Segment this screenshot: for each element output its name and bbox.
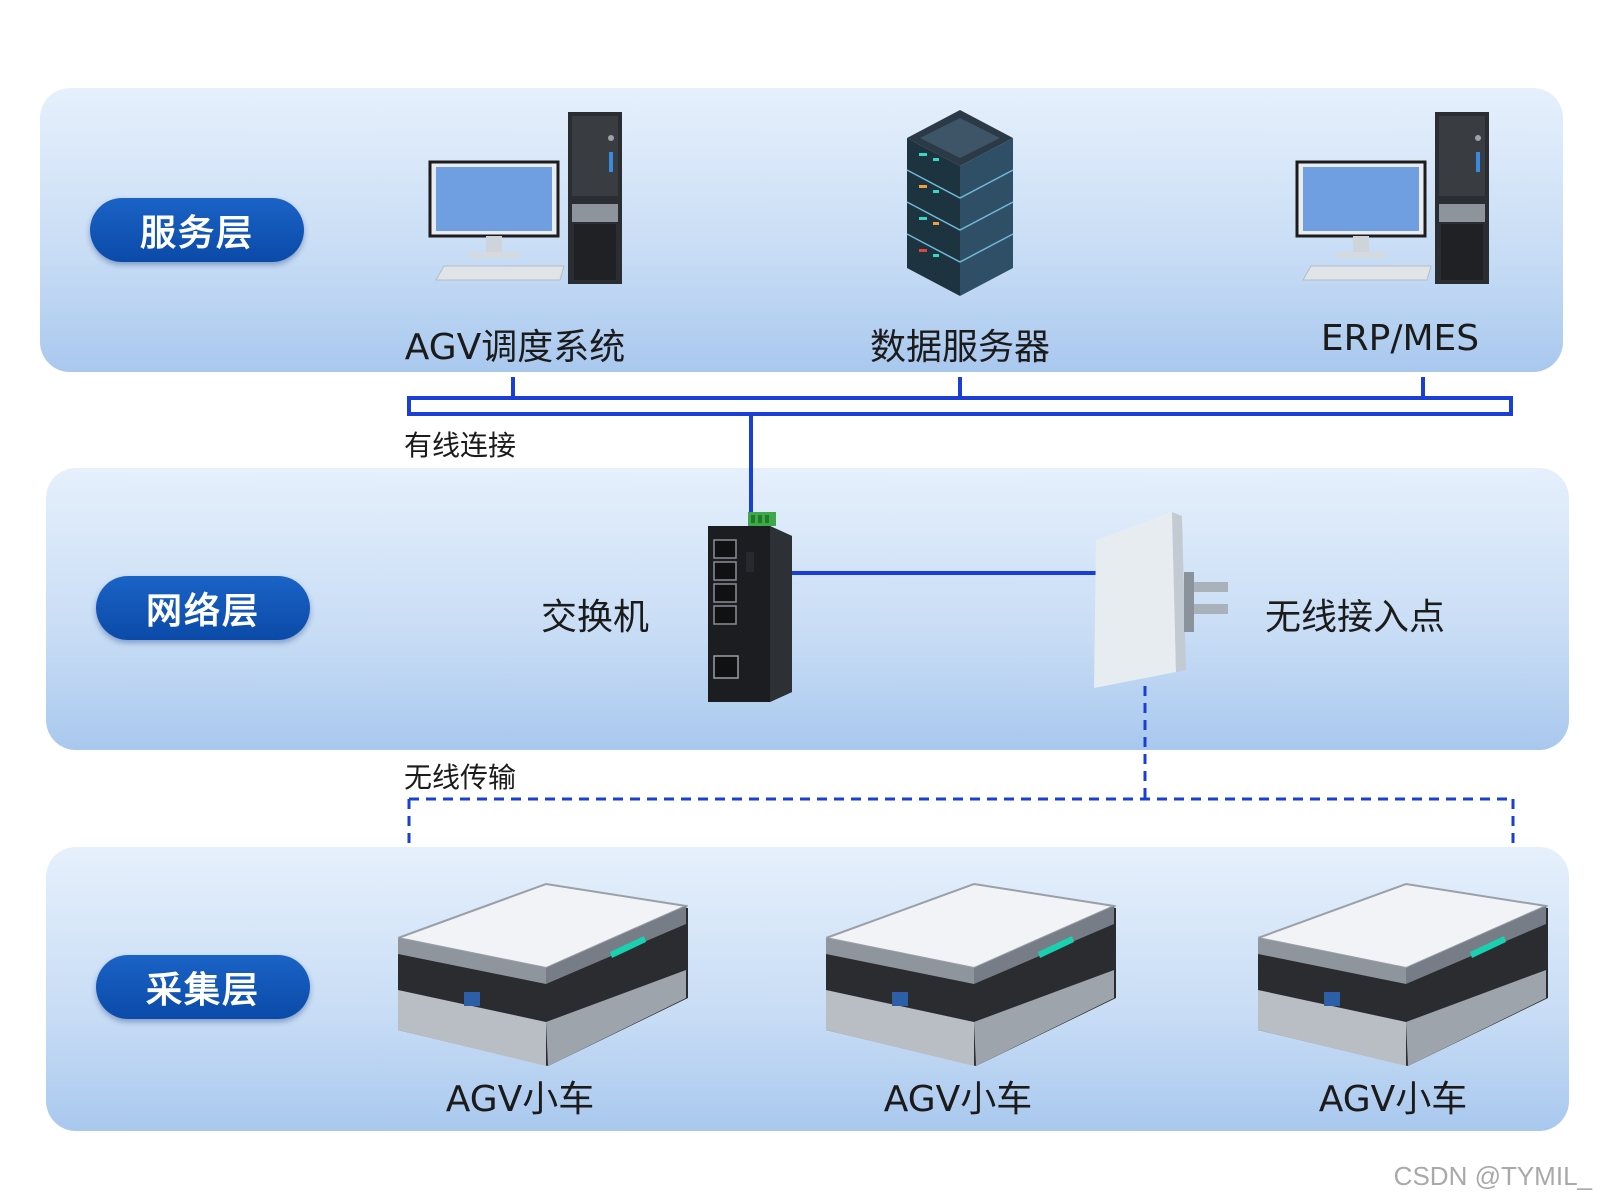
access-point-label: 无线接入点 [1264,597,1445,638]
network-layer-badge: 网络层 [96,576,310,640]
agv-robot-icon [822,880,1118,1070]
agv-dispatch-label: AGV调度系统 [404,327,626,368]
agv-car-label-1: AGV小车 [445,1079,595,1120]
wired-bus [407,396,1513,416]
network-switch-icon [708,512,798,706]
data-server-rack-icon [905,108,1015,302]
erp-mes-computer-icon [1295,112,1495,288]
wireless-access-point-icon [1090,512,1230,696]
collect-layer-badge: 采集层 [96,955,310,1019]
wired-connection-label: 有线连接 [404,429,517,462]
agv-robot-icon [394,880,690,1070]
wireless-transmission-label: 无线传输 [404,761,517,794]
agv-robot-icon [1254,880,1550,1070]
network-layer-panel: 网络层 [46,468,1569,750]
switch-label: 交换机 [540,597,649,638]
agv-car-label-3: AGV小车 [1318,1079,1468,1120]
agv-dispatch-computer-icon [428,112,628,288]
data-server-label: 数据服务器 [869,327,1050,368]
erp-mes-label: ERP/MES [1320,318,1480,359]
agv-car-label-2: AGV小车 [883,1079,1033,1120]
watermark: CSDN @TYMIL_ [1393,1161,1592,1191]
service-layer-badge: 服务层 [90,198,304,262]
